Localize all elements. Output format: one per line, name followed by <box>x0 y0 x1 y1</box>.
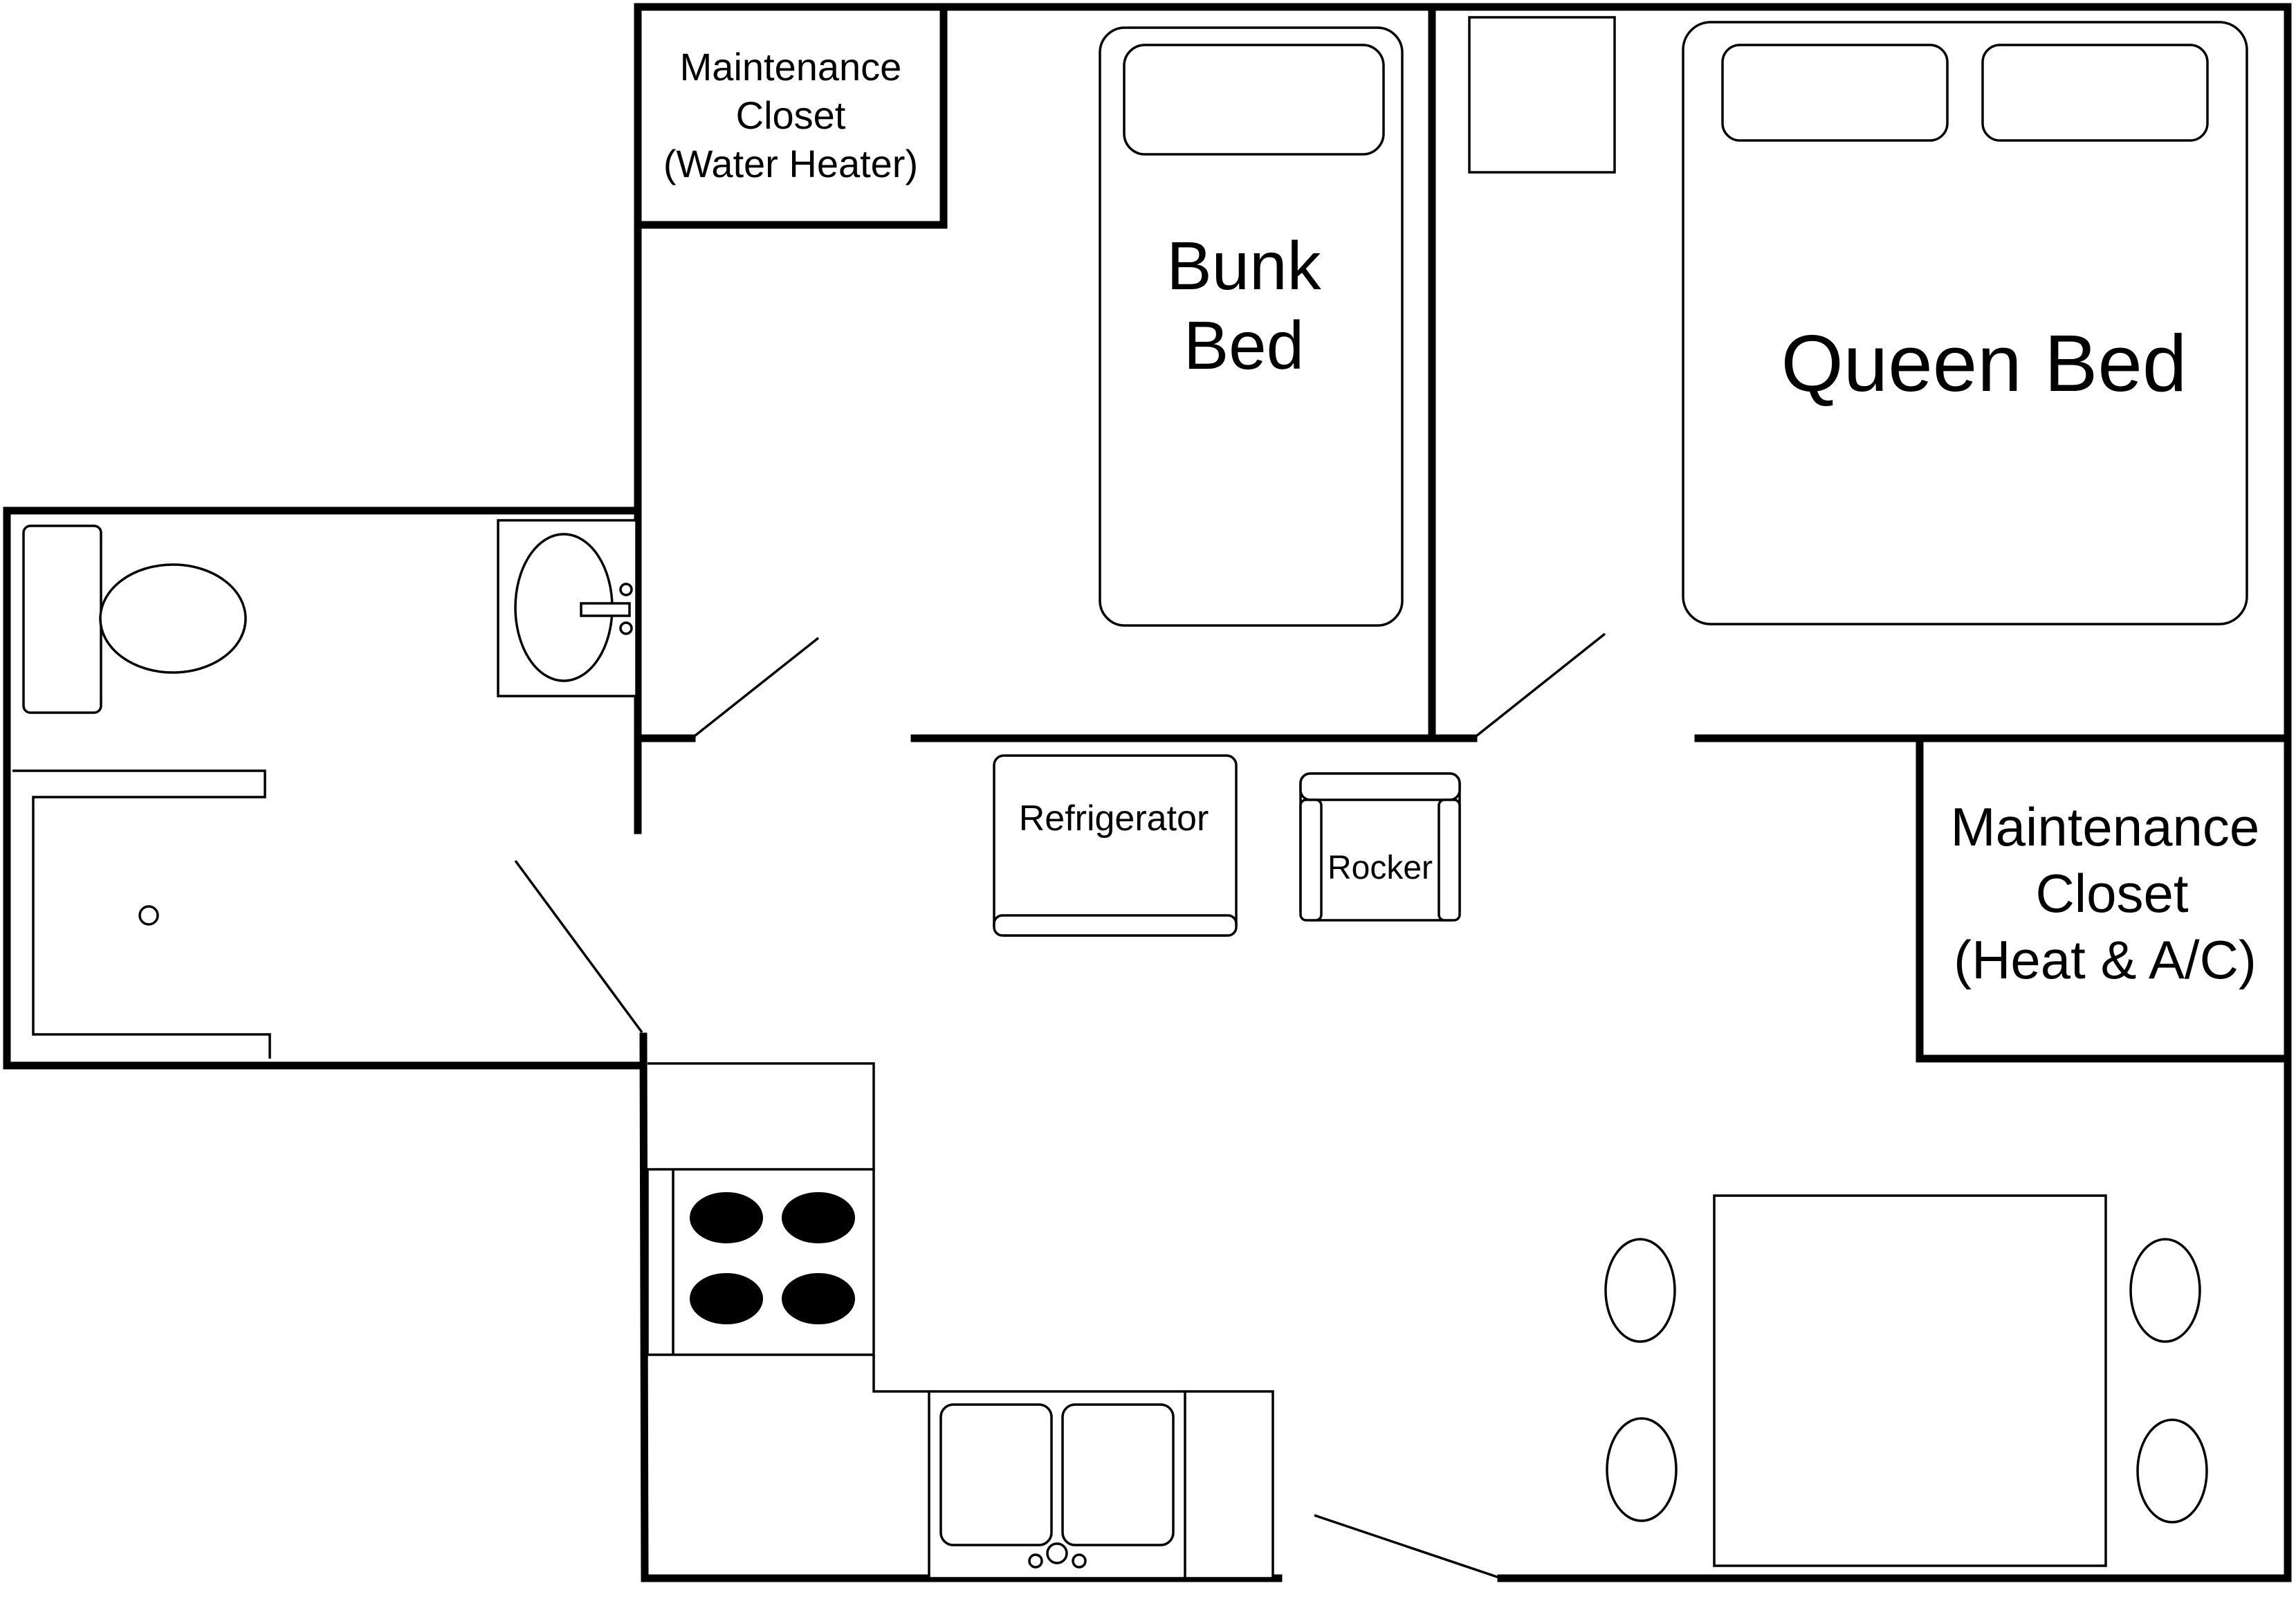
closet-hvac: Maintenance Closet (Heat & A/C) <box>1951 796 2260 990</box>
closet-water-heater-label-3: (Water Heater) <box>663 142 918 185</box>
closet-water-heater: Maintenance Closet (Water Heater) <box>663 45 918 185</box>
burner-icon <box>690 1192 763 1243</box>
bunk-bed-label-2: Bed <box>1184 307 1304 383</box>
rocker-back <box>1299 772 1461 801</box>
counter-upper <box>648 1062 875 1169</box>
rocker-arm-right <box>1438 798 1461 922</box>
toilet-bowl <box>99 563 247 674</box>
refrigerator: Refrigerator <box>993 754 1238 937</box>
faucet-knob-icon <box>619 621 633 635</box>
refrigerator-body <box>993 754 1238 937</box>
counter-lower <box>872 1355 929 1393</box>
shower-drain-icon <box>138 905 159 926</box>
bathroom-door-swing <box>514 859 643 1034</box>
burner-icon <box>782 1192 855 1243</box>
dining-chair <box>2129 1238 2201 1343</box>
dining-area <box>1604 1194 2208 1567</box>
queen-bed-pillow <box>1721 44 1949 142</box>
faucet-knob-icon <box>619 583 633 596</box>
bunk-bed-label-1: Bunk <box>1166 228 1321 304</box>
dining-chair <box>2136 1418 2208 1524</box>
burner-icon <box>782 1273 855 1324</box>
sink-knob-icon <box>1028 1553 1043 1569</box>
sink-basin-left <box>939 1403 1053 1546</box>
kitchen <box>646 1062 1274 1580</box>
sink-faucet-icon <box>1046 1542 1068 1564</box>
closet-hvac-label-1: Maintenance <box>1951 796 2260 857</box>
sink-basin-right <box>1061 1403 1175 1546</box>
queen-bed-label: Queen Bed <box>1781 318 2187 408</box>
bunk-bed-frame <box>1099 26 1404 627</box>
dining-chair <box>1604 1238 1676 1343</box>
dining-chair <box>1606 1417 1678 1522</box>
nightstand <box>1468 16 1616 174</box>
queen-room-door-swing <box>1472 632 1606 740</box>
refrigerator-door-edge <box>993 914 1238 937</box>
closet-hvac-label-3: (Heat & A/C) <box>1954 929 2257 990</box>
rocker: Rocker <box>1299 772 1461 922</box>
refrigerator-label: Refrigerator <box>1019 798 1209 839</box>
rocker-label: Rocker <box>1328 850 1433 886</box>
toilet-tank <box>22 524 102 714</box>
closet-hvac-label-2: Closet <box>2035 863 2188 924</box>
entry-door-swing <box>1314 1514 1502 1580</box>
bunk-bed: Bunk Bed <box>1099 26 1404 627</box>
queen-bed-pillow <box>1981 44 2209 142</box>
rocker-arm-left <box>1299 798 1323 922</box>
closet-water-heater-label-1: Maintenance <box>680 45 902 89</box>
faucet-icon <box>580 602 631 617</box>
dining-table <box>1713 1194 2107 1567</box>
queen-bed-room: Queen Bed <box>1468 16 2248 625</box>
walls <box>3 3 2292 1582</box>
bunk-room-door-swing <box>690 637 820 740</box>
queen-bed-frame <box>1682 21 2248 625</box>
bunk-bed-pillow <box>1123 44 1385 156</box>
burner-icon <box>690 1273 763 1324</box>
sink-knob-icon <box>1072 1553 1087 1569</box>
shower-stall <box>12 769 271 1059</box>
closet-water-heater-label-2: Closet <box>736 93 846 137</box>
bathroom <box>12 519 638 1059</box>
door-swings <box>514 632 1606 1580</box>
